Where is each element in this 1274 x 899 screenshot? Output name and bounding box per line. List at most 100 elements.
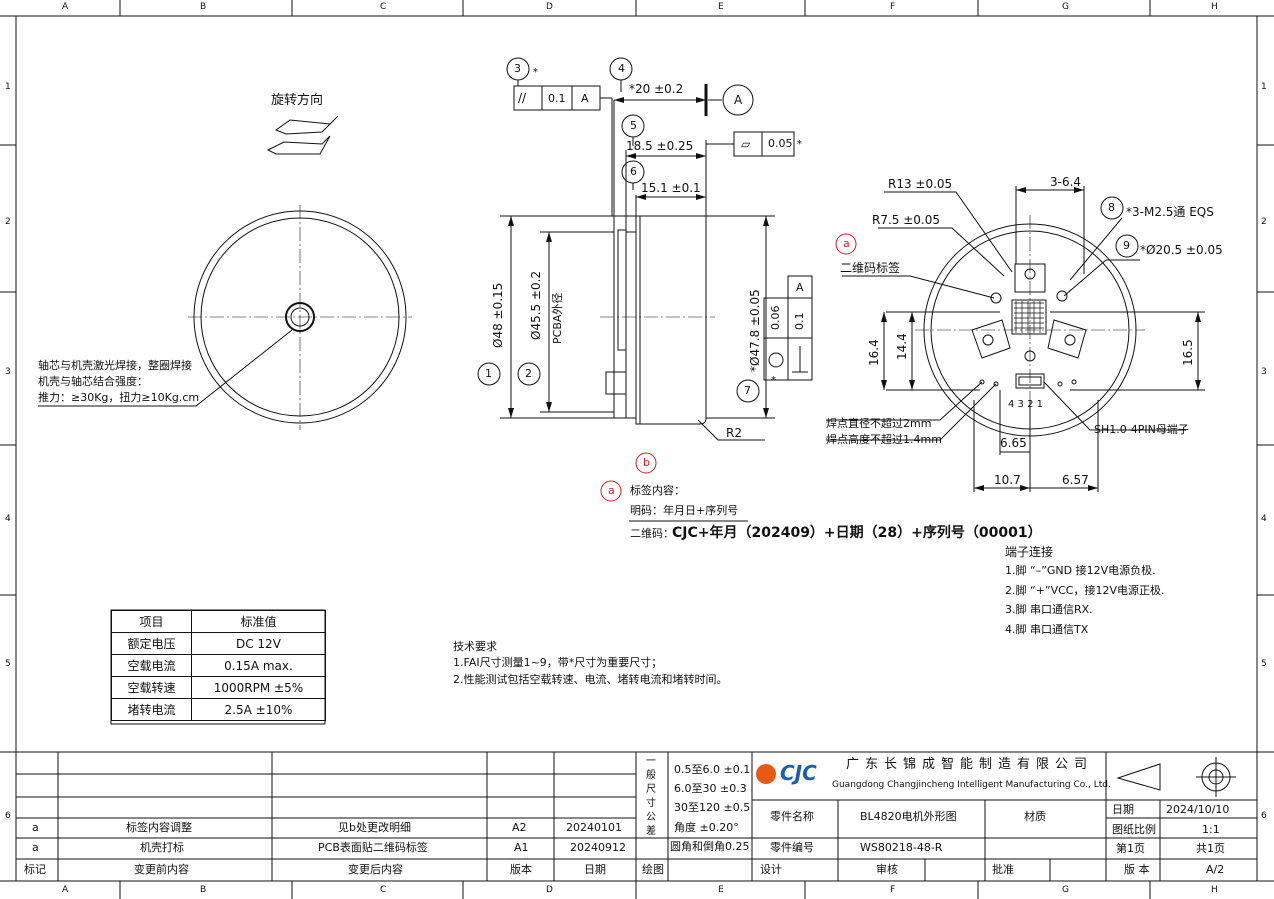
spec-header-item: 项目 (111, 610, 192, 633)
spec-header-row: 项目 标准值 (111, 610, 327, 633)
col-e-bottom: E (718, 885, 724, 895)
tol-vertical-2: 般 (646, 770, 656, 781)
terminal-line-3: 3.脚 串口通信RX. (1005, 603, 1093, 616)
col-h-top: H (1211, 2, 1218, 12)
col-f-bottom: F (890, 885, 896, 895)
fcf-right-datum: A (796, 281, 804, 294)
label-content-title: 标签内容： (630, 484, 685, 497)
rev-header-before: 变更前内容 (134, 863, 189, 876)
rear-hole-note: *3-M2.5通 EQS (1126, 205, 1214, 219)
tol-vertical-1: 一 (646, 756, 656, 767)
logo-sun-icon (756, 764, 776, 784)
table-row: 空载转速 1000RPM ±5% (111, 676, 327, 699)
front-note-line-1: 轴芯与机壳激光焊接，整圈焊接 (38, 359, 192, 372)
col-d-top: D (546, 2, 553, 12)
tol-line-3: 30至120 ±0.5 (674, 801, 751, 814)
row-2-right: 2 (1261, 217, 1267, 227)
row-3-right: 3 (1261, 367, 1267, 377)
part-name-value: BL4820电机外形图 (860, 810, 957, 823)
fcf-right-tol-2: 0.1 (793, 312, 806, 331)
version-value: A/2 (1206, 863, 1225, 876)
dim-18-5: 18.5 ±0.25 (626, 139, 694, 153)
date-label: 日期 (1112, 803, 1134, 816)
table-row: 堵转电流 2.5A ±10% (111, 698, 327, 721)
rear-dim-6-65: 6.65 (1000, 436, 1027, 450)
fcf-parallel-tol: 0.1 (548, 92, 566, 105)
tol-line-4: 角度 ±0.20° (674, 821, 739, 834)
part-name-label: 零件名称 (770, 810, 814, 823)
rev-row2-before: 机壳打标 (140, 841, 184, 854)
part-no-label: 零件编号 (770, 841, 814, 854)
tol-vertical-4: 寸 (646, 798, 656, 809)
star-7: * (771, 375, 776, 386)
balloon-3: 3 (514, 62, 521, 75)
fcf-right-tol-1: 0.06 (769, 305, 782, 331)
label-b-balloon: b (643, 456, 650, 469)
row-1-left: 1 (5, 82, 11, 92)
part-no-value: WS80218-48-R (860, 841, 943, 854)
spec-item: 空载电流 (111, 654, 192, 677)
col-g-top: G (1062, 2, 1069, 12)
row-5-left: 5 (5, 659, 11, 669)
tol-vertical-5: 公 (646, 812, 656, 823)
terminal-line-2: 2.脚 “+”VCC，接12V电源正极. (1005, 584, 1165, 597)
tol-line-5: 圆角和倒角0.25 (670, 840, 750, 853)
fcf-parallel-datum: A (581, 92, 589, 105)
row-6-left: 6 (5, 811, 11, 821)
row-4-left: 4 (5, 514, 11, 524)
table-row: 空载电流 0.15A max. (111, 654, 327, 677)
date-value: 2024/10/10 (1166, 803, 1230, 816)
terminal-line-4: 4.脚 串口通信TX (1005, 623, 1089, 636)
col-e-top: E (718, 2, 724, 12)
col-a-bottom: A (62, 885, 69, 895)
label-content-line2: CJC+年月（202409）+日期（28）+序列号（00001） (672, 525, 1042, 541)
rear-dim-6-57: 6.57 (1062, 473, 1089, 487)
rev-row1-mark: a (32, 821, 39, 834)
balloon-6: 6 (630, 165, 637, 178)
tol-line-1: 0.5至6.0 ±0.1 (674, 763, 751, 776)
balloon-1: 1 (485, 367, 492, 380)
row-1-right: 1 (1261, 82, 1267, 92)
front-note-line-2: 机壳与轴芯结合强度： (38, 375, 148, 388)
rev-row1-before: 标签内容调整 (126, 821, 192, 834)
col-f-top: F (890, 2, 896, 12)
col-b-bottom: B (200, 885, 207, 895)
balloon-7: 7 (744, 384, 751, 397)
col-h-bottom: H (1211, 885, 1218, 895)
rev-row1-version: A2 (512, 821, 527, 834)
dim-20: *20 ±0.2 (629, 82, 684, 96)
company-name-cn: 广东长锦成智能制造有限公司 (846, 757, 1094, 772)
rear-dim-16-5: 16.5 (1181, 339, 1195, 366)
tol-vertical-6: 差 (646, 826, 656, 837)
spec-item: 额定电压 (111, 632, 192, 655)
company-logo: CJC (780, 761, 817, 785)
terminal-line-1: 1.脚 “–”GND 接12V电源负极. (1005, 564, 1156, 577)
page-current: 第1页 (1116, 842, 1145, 855)
rev-row2-mark: a (32, 841, 39, 854)
col-c-bottom: C (380, 885, 387, 895)
dim-45-5: Ø45.5 ±0.2 (529, 270, 543, 340)
label-content-line2-prefix: 二维码： (630, 527, 674, 540)
rev-header-draw: 绘图 (642, 863, 664, 876)
dim-15-1: 15.1 ±0.1 (641, 181, 701, 195)
version-label: 版 本 (1124, 863, 1150, 876)
fcf-flat-star: * (797, 139, 802, 150)
col-a-top: A (62, 2, 69, 12)
spec-item: 堵转电流 (111, 698, 192, 721)
approve-label: 批准 (992, 863, 1014, 876)
table-row: 额定电压 DC 12V (111, 632, 327, 655)
row-4-right: 4 (1261, 514, 1267, 524)
balloon-4: 4 (618, 62, 625, 75)
pin-numbers: 4 3 2 1 (1008, 399, 1043, 410)
label-a-balloon: a (608, 484, 615, 497)
connector-label: SH1.0-4PIN母端子 (1094, 423, 1189, 436)
rev-row1-after: 见b处更改明细 (338, 821, 411, 834)
balloon-2: 2 (525, 367, 532, 380)
scale-label: 图纸比例 (1112, 823, 1156, 836)
review-label: 审核 (876, 863, 898, 876)
terminal-title: 端子连接 (1005, 545, 1054, 559)
page-total: 共1页 (1196, 842, 1225, 855)
rev-header-mark: 标记 (24, 863, 46, 876)
col-g-bottom: G (1062, 885, 1069, 895)
